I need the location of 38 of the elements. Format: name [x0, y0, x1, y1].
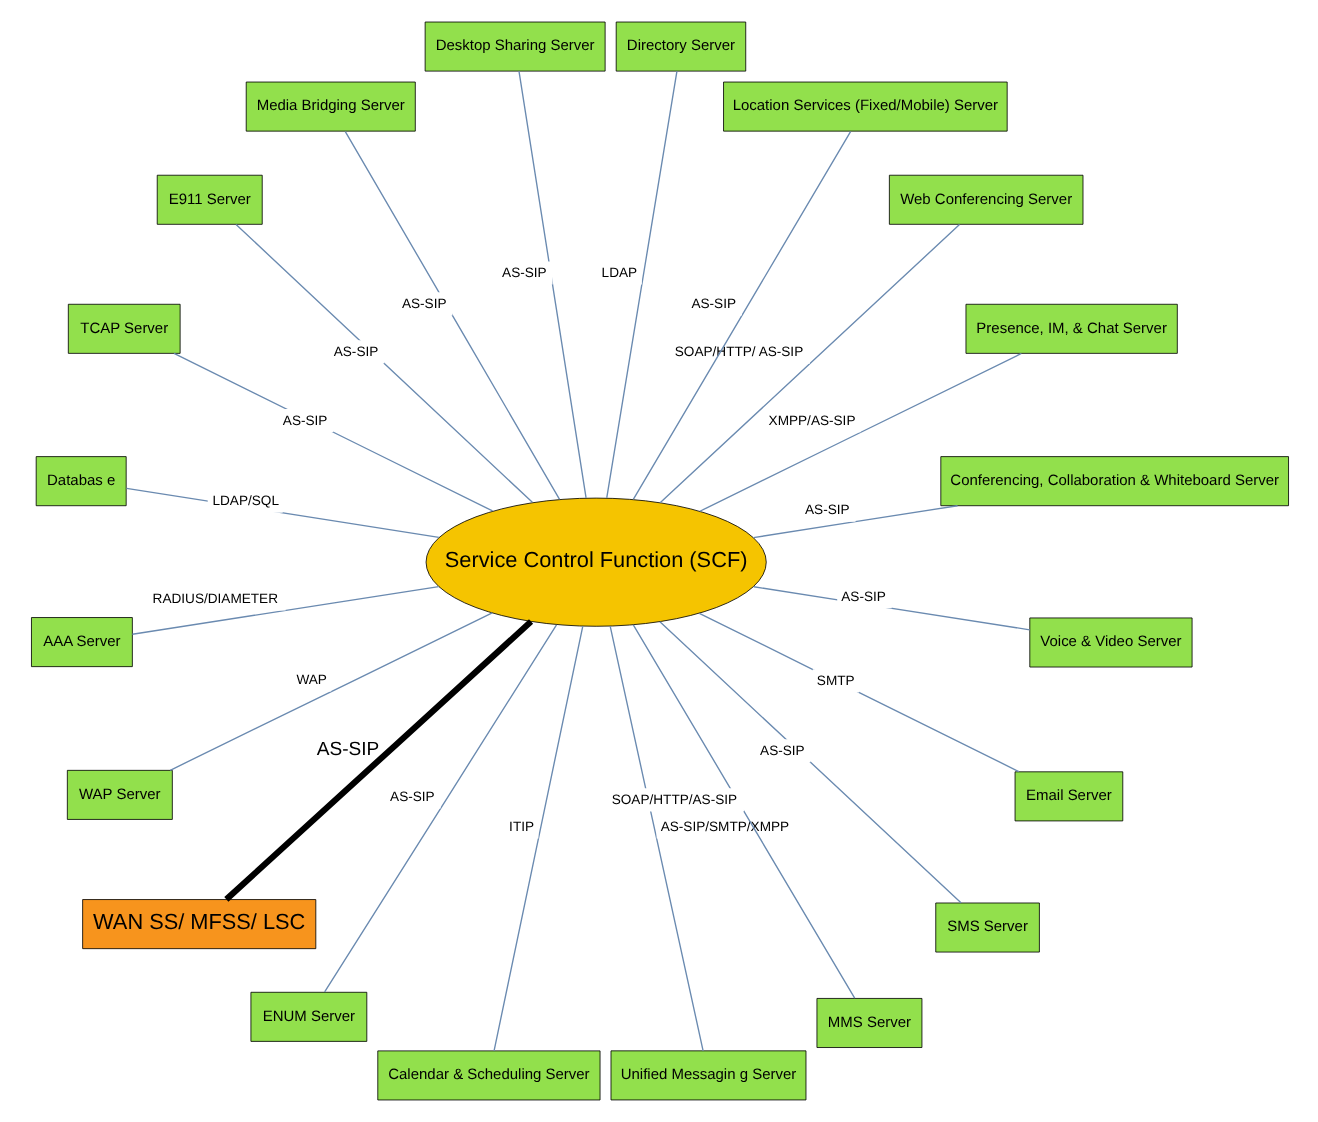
node-box: ENUM Server	[249, 991, 367, 1042]
node-box: Voice & Video Server	[1028, 617, 1192, 668]
node-box: Directory Server	[614, 21, 746, 72]
node-box: Web Conferencing Server	[887, 174, 1083, 225]
connector	[517, 70, 586, 499]
node-box: SMS Server	[934, 902, 1039, 953]
connector	[343, 130, 560, 500]
connector	[751, 505, 958, 539]
node-box: MMS Server	[815, 998, 922, 1048]
node-box: Media Bridging Server	[244, 81, 415, 132]
node-box: WAN SS/ MFSS/ LSC	[81, 899, 316, 950]
node-box: TCAP Server	[66, 303, 180, 354]
node-box: Email Server	[1013, 771, 1123, 822]
node-box: Calendar & Scheduling Server	[376, 1050, 600, 1101]
connector	[605, 70, 677, 499]
connector	[631, 624, 855, 999]
connector	[323, 624, 557, 993]
connector	[631, 130, 851, 500]
node-box: Unified Messagin g Server	[609, 1050, 806, 1101]
node-box: AAA Server	[30, 617, 132, 668]
connector	[658, 621, 961, 904]
connector	[608, 625, 703, 1052]
node-ellipse: Service Control Function (SCF)	[424, 497, 766, 627]
node-box: WAP Server	[65, 769, 172, 820]
node-box: Databas e	[34, 456, 126, 507]
connector	[492, 625, 583, 1052]
connector	[698, 352, 1022, 512]
edge-label: AS-SIP	[315, 739, 379, 762]
node-box: E911 Server	[155, 174, 262, 225]
node-box: Desktop Sharing Server	[423, 21, 605, 72]
connector	[658, 223, 960, 504]
node-box: Conferencing, Collaboration & Whiteboard Server	[939, 456, 1288, 507]
node-box: Presence, IM, & Chat Server	[964, 303, 1177, 354]
connector	[697, 612, 1019, 773]
node-box: Location Services (Fixed/Mobile) Server	[722, 81, 1007, 132]
connector	[234, 223, 533, 503]
connector	[223, 619, 533, 902]
connector	[168, 612, 492, 771]
